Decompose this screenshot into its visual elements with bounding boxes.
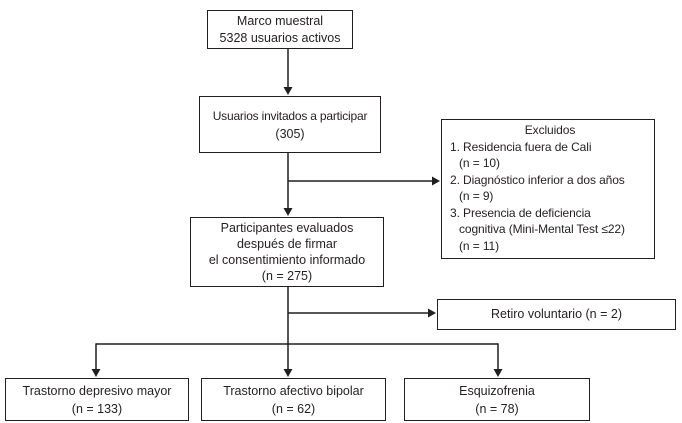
group-box-major-depression: Trastorno depresivo mayor (n = 133)	[5, 378, 189, 421]
box-line: Participantes evaluados	[220, 221, 354, 235]
excluded-title: Excluidos	[524, 123, 576, 137]
excluded-box: Excluidos 1. Residencia fuera de Cali (n…	[441, 119, 655, 259]
group-name: Trastorno afectivo bipolar	[223, 383, 364, 398]
evaluated-box: Participantes evaluados después de firma…	[190, 217, 384, 287]
excluded-item: 3. Presencia de deficiencia	[450, 205, 591, 220]
box-line: después de firmar	[236, 237, 338, 251]
voluntary-withdrawal-box: Retiro voluntario (n = 2)	[437, 299, 676, 330]
arrow-right-icon	[432, 176, 440, 186]
group-box-bipolar-disorder: Trastorno afectivo bipolar (n = 62)	[201, 378, 386, 421]
arrow-down-icon	[283, 87, 293, 95]
arrow-right-icon	[428, 308, 436, 318]
box-line: Marco muestral	[236, 13, 324, 28]
excluded-item: 2. Diagnóstico inferior a dos años	[450, 172, 625, 187]
arrow-down-icon	[283, 208, 293, 216]
group-name: Esquizofrenia	[459, 383, 535, 398]
box-line: (n = 275)	[261, 269, 313, 283]
box-line: Retiro voluntario (n = 2)	[491, 307, 622, 321]
box-line: Usuarios invitados a participar	[212, 108, 368, 123]
excluded-item-cont: cognitiva (Mini-Mental Test ≤22)	[459, 222, 625, 236]
excluded-item-n: (n = 9)	[459, 189, 494, 203]
arrowheads	[91, 87, 503, 377]
arrow-down-icon	[493, 369, 503, 377]
group-count: (n = 133)	[71, 401, 123, 416]
group-count: (n = 78)	[475, 401, 519, 416]
invited-box: Usuarios invitados a participar (305)	[199, 96, 381, 153]
flow-lines	[95, 49, 499, 370]
box-line: (305)	[275, 126, 305, 141]
group-name: Trastorno depresivo mayor	[22, 383, 172, 398]
arrow-down-icon	[283, 369, 293, 377]
excluded-item-n: (n = 11)	[459, 238, 499, 253]
arrow-down-icon	[91, 369, 101, 377]
group-box-schizophrenia: Esquizofrenia (n = 78)	[404, 378, 590, 421]
excluded-item: 1. Residencia fuera de Cali	[450, 139, 592, 154]
excluded-item-n: (n = 10)	[459, 156, 500, 170]
group-count: (n = 62)	[271, 401, 316, 416]
box-line: el consentimiento informado	[208, 253, 366, 267]
box-line: 5328 usuarios activos	[219, 30, 341, 45]
sampling-frame-box: Marco muestral 5328 usuarios activos	[207, 10, 353, 49]
